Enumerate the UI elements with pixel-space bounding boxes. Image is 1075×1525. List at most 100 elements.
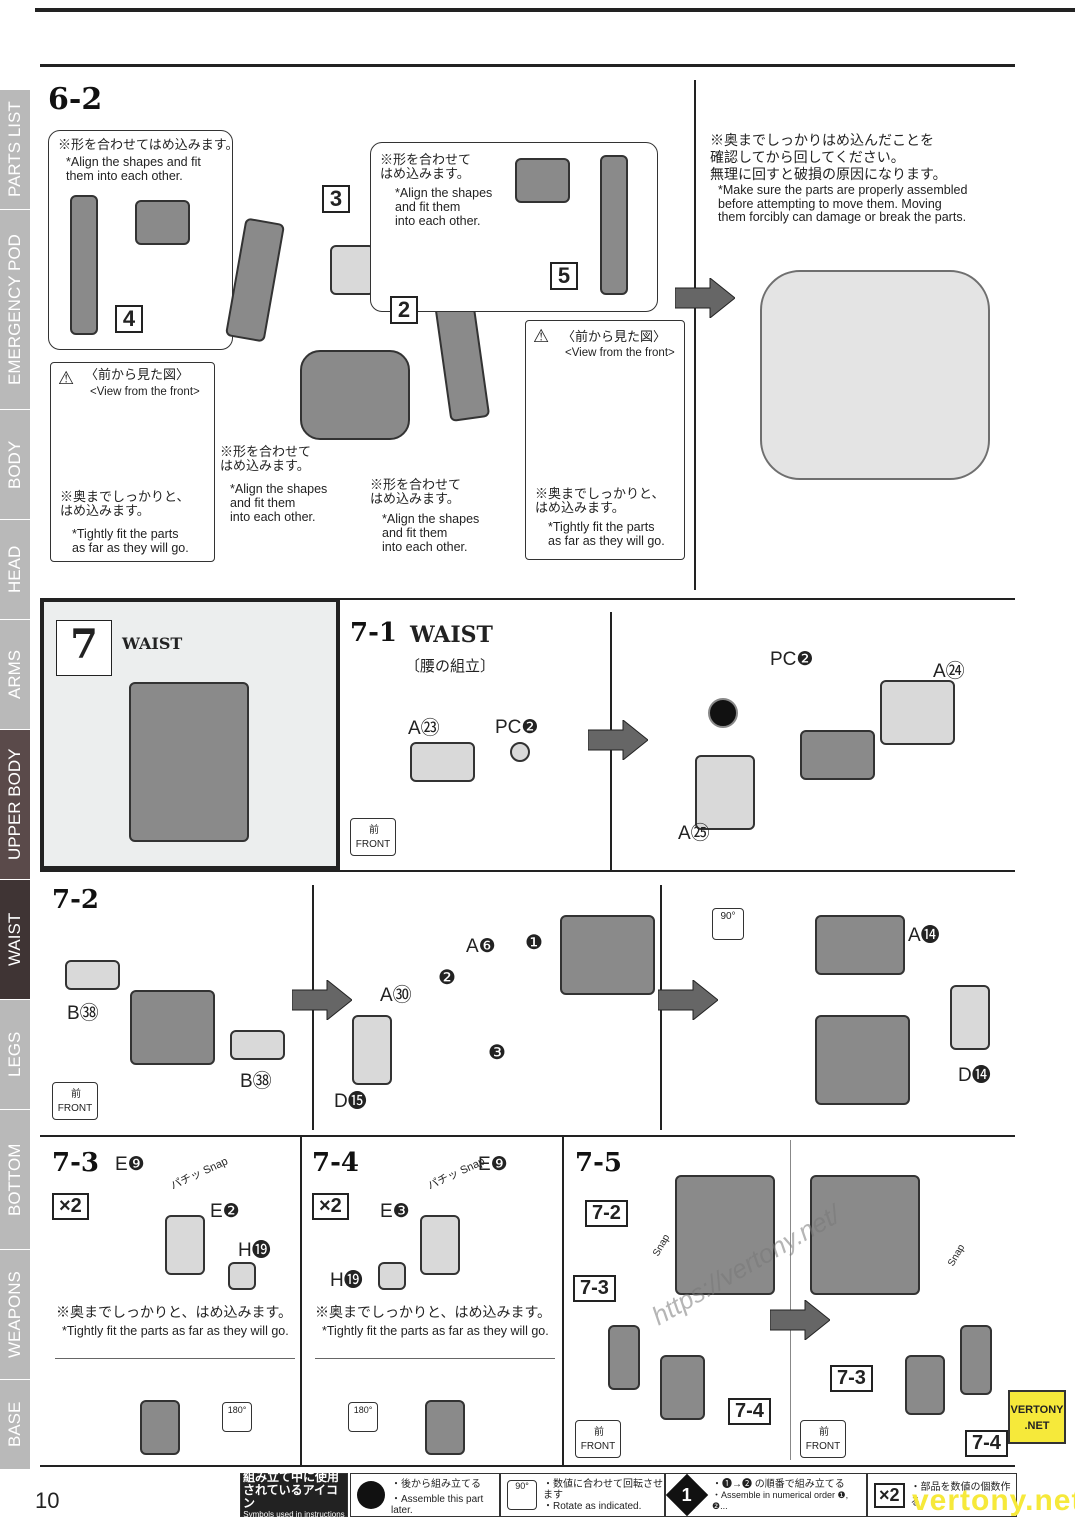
sidebar-item-arms[interactable]: ARMS	[0, 620, 30, 730]
sidebar-item-emergency-pod[interactable]: EMERGENCY POD	[0, 210, 30, 410]
side-armor-illustration	[660, 1355, 705, 1420]
part-label: D⓯	[334, 1091, 367, 1112]
step-title-7-4: 7-4	[312, 1148, 359, 1178]
part-number-badge: 2	[390, 296, 418, 324]
step-7-1-name-jp: 〔腰の組立〕	[405, 658, 496, 675]
step-title-7-1: 7-1	[350, 618, 397, 648]
part-label: PC❷	[495, 717, 539, 738]
note-en: *Tightly fit the parts as far as they wi…	[322, 1324, 549, 1338]
waist-core-illustration	[130, 990, 215, 1065]
note-jp: ※形を合わせて はめ込みます。	[220, 444, 312, 473]
waist-assembly-illustration	[810, 1175, 920, 1295]
sidebar-item-body[interactable]: BODY	[0, 410, 30, 520]
legend-jp: ・部品を数値の個数作る	[910, 1482, 1011, 1508]
sidebar-item-upper-body[interactable]: UPPER BODY	[0, 730, 30, 880]
divider	[40, 1135, 1015, 1137]
upper-body-rotation-illustration	[760, 270, 990, 480]
rotated-part-illustration	[425, 1400, 465, 1455]
note-en: *Align the shapes and fit them into each…	[395, 186, 493, 228]
part-a23-illustration	[800, 730, 875, 780]
legend-count: ×2 ・部品を数値の個数作る	[867, 1473, 1017, 1517]
side-armor-illustration	[960, 1325, 992, 1395]
warning-icon: ⚠	[533, 326, 550, 346]
rotate-label: 180°	[353, 1405, 373, 1415]
front-jp: 前	[71, 1089, 81, 1100]
divider	[694, 80, 696, 590]
divider	[40, 598, 1015, 600]
legend-en: ・Rotate as indicated.	[543, 1500, 642, 1512]
count-icon: ×2	[874, 1482, 905, 1508]
divider	[40, 64, 1015, 67]
snap-jp: パチッ	[425, 1167, 461, 1193]
part-label: E❾	[478, 1154, 508, 1175]
part-h19-illustration	[378, 1262, 406, 1290]
legend-en: ・Assemble in numerical order ❶, ❷...	[712, 1489, 849, 1511]
rotate-180-icon: 180°	[348, 1402, 378, 1432]
body-part-illustration	[300, 350, 410, 440]
arm-part-illustration	[70, 195, 98, 335]
count-badge: ×2	[312, 1193, 349, 1220]
head-part-illustration	[330, 245, 375, 295]
front-jp: 前	[369, 825, 379, 836]
sidebar-item-head[interactable]: HEAD	[0, 520, 30, 620]
divider	[315, 1358, 555, 1359]
next-step-arrow-icon	[770, 1300, 830, 1340]
part-e3-illustration	[420, 1215, 460, 1275]
note-jp: ※奥までしっかりと、 はめ込みます。	[60, 489, 190, 518]
warning-icon: ⚠	[58, 368, 75, 388]
legend-order: 1 ・❶→❷ の順番で組み立てる・Assemble in numerical o…	[665, 1473, 867, 1517]
sidebar-item-parts-list[interactable]: PARTS LIST	[0, 90, 30, 210]
warning-jp: ※奥までしっかりはめ込んだことを 確認してから回してください。 無理に回すと破損…	[710, 132, 947, 182]
part-label: E❸	[380, 1201, 410, 1222]
front-view-label-jp: 〈前から見た図〉	[85, 367, 190, 382]
part-b38-illustration	[65, 960, 120, 990]
divider	[55, 1358, 295, 1359]
waist-preview-illustration	[129, 682, 249, 842]
sidebar-item-weapons[interactable]: WEAPONS	[0, 1250, 30, 1380]
next-step-arrow-icon	[658, 980, 718, 1020]
front-view-label-en: <View from the front>	[565, 347, 675, 359]
part-h19-illustration	[228, 1262, 256, 1290]
part-e2-illustration	[165, 1215, 205, 1275]
front-en: FRONT	[805, 1441, 841, 1452]
divider	[562, 1135, 564, 1465]
part-label: PC❷	[770, 649, 814, 670]
part-label: E❷	[210, 1201, 240, 1222]
step-title-7-2: 7-2	[52, 885, 99, 915]
part-d15-illustration	[352, 1015, 392, 1085]
step-ref: 7-3	[573, 1275, 616, 1302]
note-en: *Align the shapes and fit them into each…	[382, 512, 480, 554]
sidebar-item-bottom[interactable]: BOTTOM	[0, 1110, 30, 1250]
note-en: *Tightly fit the parts as far as they wi…	[62, 1324, 289, 1338]
legend-en: ・Assemble this part later.	[391, 1493, 484, 1516]
part-b38-illustration	[230, 1030, 285, 1060]
snap-jp: パチッ	[168, 1167, 204, 1193]
front-view-label-jp: 〈前から見た図〉	[562, 329, 667, 344]
assemble-later-icon	[708, 698, 738, 728]
rotate-label: 90°	[720, 911, 736, 922]
note-en: *Tightly fit the parts as far as they wi…	[72, 527, 189, 555]
rotate-180-icon: 180°	[222, 1402, 252, 1432]
legend-jp: ・❶→❷ の順番で組み立てる	[712, 1478, 845, 1490]
side-armor-illustration	[608, 1325, 640, 1390]
rotate-icon: 90°	[507, 1480, 537, 1510]
part-label: H⓳	[330, 1270, 363, 1291]
sidebar-item-base[interactable]: BASE	[0, 1380, 30, 1470]
note-jp: ※形を合わせてはめ込みます。	[58, 137, 239, 152]
part-label: B㊳	[67, 1003, 99, 1024]
snap-label: パチッ Snap	[168, 1153, 231, 1194]
order-badge: ❷	[438, 967, 456, 989]
part-label: A㉔	[933, 661, 965, 682]
step-ref: 7-4	[728, 1398, 771, 1425]
step-7-number: 7	[56, 620, 112, 676]
part-label: H⓳	[238, 1240, 271, 1261]
sidebar-item-waist[interactable]: WAIST	[0, 880, 30, 1000]
legend-title-en: Symbols used in instructions	[243, 1510, 345, 1519]
part-label: A⓮	[908, 925, 940, 946]
part-label: E❾	[115, 1154, 145, 1175]
step-title-7-3: 7-3	[52, 1148, 99, 1178]
order-badge: ❸	[488, 1042, 506, 1064]
sidebar-item-legs[interactable]: LEGS	[0, 1000, 30, 1110]
